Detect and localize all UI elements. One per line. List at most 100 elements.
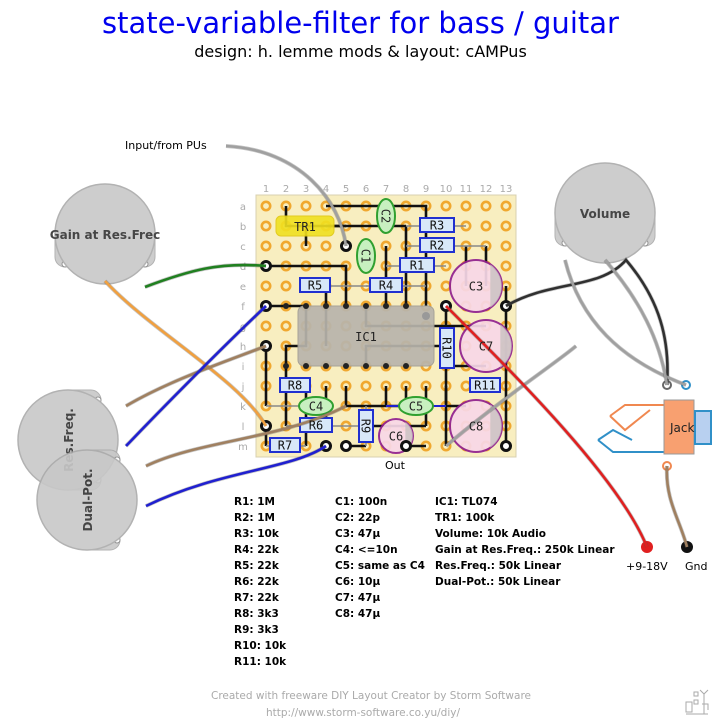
- row-label: h: [240, 342, 246, 353]
- pot-label: Gain at Res.Frec: [50, 228, 160, 242]
- gnd-label: Gnd: [685, 560, 708, 573]
- jack-tip-lug: [609, 404, 665, 432]
- column-label: 9: [423, 184, 429, 195]
- resistor-r5: [299, 277, 331, 293]
- bom-item: R11: 10k: [234, 656, 287, 668]
- pot-label: Dual-Pot.: [81, 468, 95, 531]
- volume-wiper-wire: [604, 259, 669, 386]
- jack-sleeve-lug: [597, 428, 665, 453]
- column-label: 1: [263, 184, 269, 195]
- column-label: 8: [403, 184, 409, 195]
- bom-item: C2: 22p: [335, 512, 380, 524]
- pad: [260, 220, 272, 232]
- resistor-label: R11: [474, 379, 496, 393]
- row-label: d: [240, 262, 246, 273]
- footer-url[interactable]: http://www.storm-software.co.yu/diy/: [266, 707, 460, 719]
- resistor-r3: [419, 217, 455, 233]
- pad: [500, 260, 512, 272]
- bom-item: R4: 22k: [234, 544, 279, 556]
- pad: [460, 200, 472, 212]
- capacitor-label: C7: [479, 340, 493, 354]
- resfreq-wire-2: [125, 305, 267, 447]
- resistor-label: R5: [308, 279, 322, 293]
- resistor-label: R9: [359, 419, 373, 433]
- capacitor-polarity-band: [500, 324, 512, 368]
- capacitor-c5: [398, 396, 434, 416]
- pad: [280, 320, 292, 332]
- ic-pin: [363, 303, 369, 309]
- column-label: 7: [383, 184, 389, 195]
- ic-pin: [283, 363, 289, 369]
- pad: [260, 280, 272, 292]
- resistor-label: R4: [379, 279, 393, 293]
- resistor-label: R3: [430, 219, 444, 233]
- capacitor-label: C1: [359, 249, 373, 263]
- volume-wiper-wire-outline: [603, 258, 669, 386]
- ic-pin: [403, 363, 409, 369]
- pad: [260, 320, 272, 332]
- resistor-r7: [269, 437, 301, 453]
- wire-terminal: [400, 440, 412, 452]
- pad: [300, 200, 312, 212]
- pad: [500, 220, 512, 232]
- page-title: state-variable-filter for bass / guitar: [102, 6, 619, 40]
- bom-other: IC1: TL074 TR1: 100k Volume: 10k Audio G…: [435, 494, 615, 590]
- potentiometer-volume: Volume: [554, 162, 656, 264]
- bom-resistors: R1: 1M R2: 1M R3: 10k R4: 22k R5: 22k R6…: [234, 494, 286, 670]
- ic-pin: [363, 363, 369, 369]
- bom-item: R3: 10k: [234, 528, 279, 540]
- jack-label: Jack: [669, 421, 694, 435]
- row-label: a: [240, 202, 246, 213]
- pad: [320, 240, 332, 252]
- capacitor-c1: [356, 238, 376, 274]
- capacitor-polarity-band: [490, 264, 502, 308]
- bom-item: Dual-Pot.: 50k Linear: [435, 576, 561, 588]
- pad: [480, 200, 492, 212]
- bom-item: R10: 10k: [234, 640, 287, 652]
- bom-item: R7: 22k: [234, 592, 279, 604]
- tr1-trimmer: [275, 215, 335, 237]
- ic-pin: [303, 363, 309, 369]
- bom-item: Gain at Res.Freq.: 250k Linear: [435, 544, 615, 556]
- potentiometer-gain: Gain at Res.Frec: [50, 183, 160, 285]
- pot-body: [54, 183, 156, 285]
- input-label: Input/from PUs: [125, 139, 207, 152]
- row-label: j: [241, 382, 245, 393]
- pot-body: [554, 162, 656, 264]
- row-label: e: [240, 282, 246, 293]
- capacitor-label: C6: [389, 430, 403, 444]
- power-label: +9-18V: [626, 560, 668, 573]
- diy-logo-icon: [685, 689, 709, 715]
- input-wire: [225, 144, 348, 247]
- resistor-r11: [469, 377, 501, 393]
- wire-terminal: [500, 440, 512, 452]
- bom-item: R9: 3k3: [234, 624, 279, 636]
- jack-body: [663, 399, 695, 455]
- ic-pin: [343, 363, 349, 369]
- dual-wire-2: [145, 444, 327, 508]
- bom-item: C1: 100n: [335, 496, 388, 508]
- column-label: 11: [460, 184, 473, 195]
- bom-item: R5: 22k: [234, 560, 279, 572]
- pad: [440, 200, 452, 212]
- ic-pin: [343, 303, 349, 309]
- ic-pin: [283, 303, 289, 309]
- row-label: k: [240, 402, 246, 413]
- jack-terminal: [681, 380, 691, 390]
- resistor-r8: [279, 377, 311, 393]
- row-label: b: [240, 222, 246, 233]
- bom-item: Volume: 10k Audio: [435, 528, 546, 540]
- ic1-pin1-marker: [422, 312, 430, 320]
- resistor-label: R6: [309, 419, 323, 433]
- ic-pin: [323, 303, 329, 309]
- pot-label: Volume: [580, 207, 630, 221]
- pad: [260, 200, 272, 212]
- resistor-r9: [358, 409, 374, 443]
- ic-pin: [383, 303, 389, 309]
- ic-pin: [403, 303, 409, 309]
- pad: [260, 240, 272, 252]
- column-label: 5: [343, 184, 349, 195]
- resistor-label: R1: [410, 259, 424, 273]
- row-label: i: [242, 362, 245, 373]
- bom-item: C4: <=10n: [335, 544, 398, 556]
